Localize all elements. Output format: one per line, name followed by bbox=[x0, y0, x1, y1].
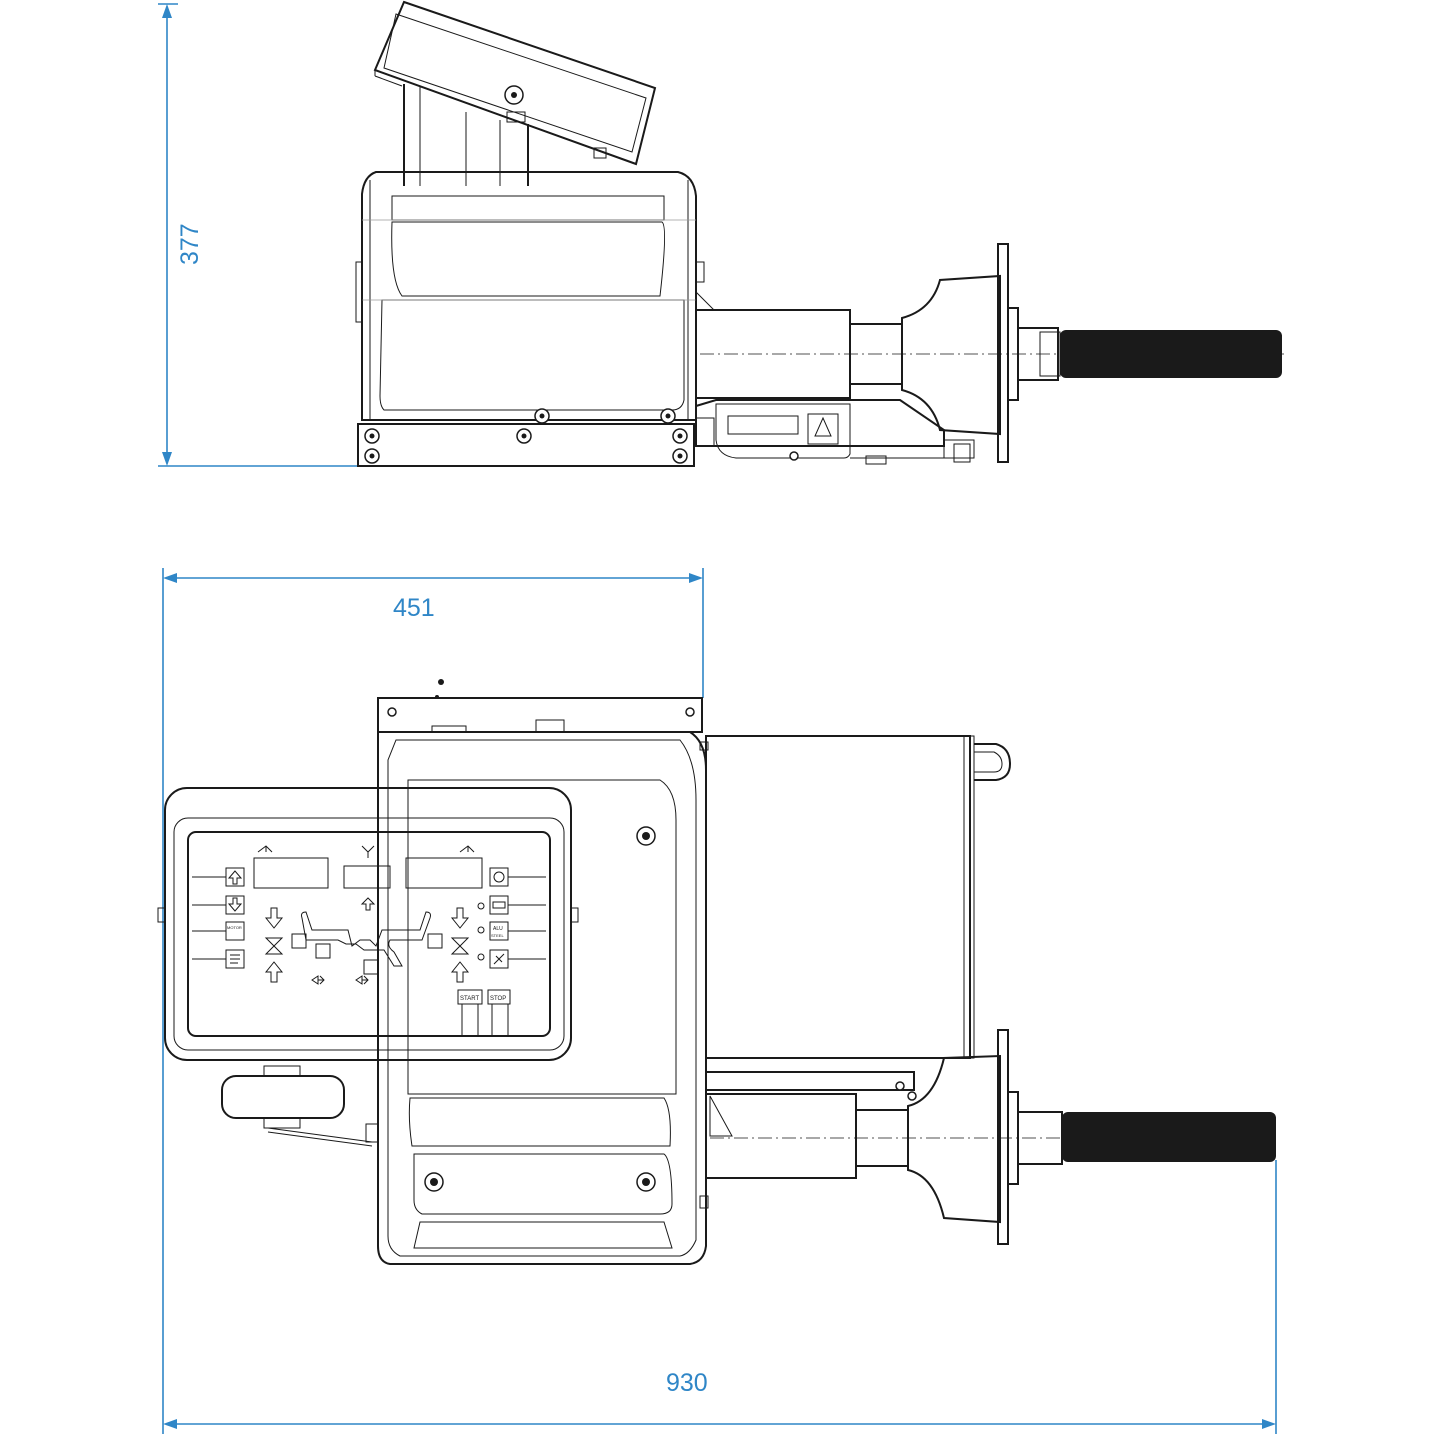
control-panel: MOTOR ALU STEEL bbox=[157, 787, 579, 1061]
display-head bbox=[373, 0, 657, 166]
start-label: START bbox=[460, 996, 479, 1002]
side-housing bbox=[705, 735, 1012, 1059]
plane-left-icon bbox=[311, 975, 325, 985]
top-view: MOTOR ALU STEEL bbox=[157, 679, 1280, 1265]
display-right bbox=[405, 857, 483, 889]
stop-label: STOP bbox=[490, 996, 506, 1002]
lower-bracket bbox=[695, 399, 975, 465]
plane-right-icon bbox=[355, 975, 369, 985]
display-center bbox=[343, 865, 391, 889]
cabinet-top bbox=[365, 731, 709, 1265]
stop-button[interactable] bbox=[487, 989, 511, 1005]
threaded-shaft-top bbox=[1062, 1112, 1276, 1162]
motor-label: MOTOR bbox=[227, 925, 242, 930]
balance-mode-button[interactable] bbox=[489, 867, 509, 887]
dimension-total: 930 bbox=[162, 1080, 1277, 1434]
weight-icon bbox=[493, 953, 505, 965]
arrow-up-small-icon bbox=[360, 897, 376, 911]
rear-plate bbox=[377, 679, 703, 733]
arrow-up-left-icon bbox=[264, 961, 284, 983]
total-dimension-label: 930 bbox=[666, 1369, 708, 1397]
rim-offset-icon bbox=[257, 845, 273, 853]
cabinet-body bbox=[355, 171, 705, 421]
arrow-up-icon bbox=[227, 870, 243, 885]
dimension-height: 377 bbox=[158, 3, 360, 467]
rim-width-icon bbox=[361, 845, 375, 858]
menu-icon bbox=[230, 954, 240, 964]
arrow-up-right-icon bbox=[450, 961, 470, 983]
arrow-down-icon bbox=[227, 897, 243, 912]
rim-diameter-icon bbox=[459, 845, 475, 853]
side-view bbox=[355, 0, 1284, 467]
steel-label: STEEL bbox=[491, 933, 504, 938]
arrow-down-right-icon bbox=[450, 907, 470, 929]
display-left bbox=[253, 857, 329, 889]
dimension-width: 451 bbox=[162, 568, 704, 1080]
shaft-assembly-top bbox=[705, 1029, 1280, 1245]
threaded-shaft bbox=[1060, 330, 1282, 378]
arrow-down-left-icon bbox=[264, 907, 284, 929]
clamp-left-icon bbox=[264, 937, 284, 955]
support-column bbox=[403, 84, 529, 186]
shaft-assembly bbox=[695, 243, 1284, 463]
start-button[interactable] bbox=[457, 989, 483, 1005]
alu-label: ALU bbox=[493, 926, 503, 932]
base-plate bbox=[357, 408, 695, 467]
wheel-profile-icon bbox=[301, 911, 431, 967]
height-dimension-label: 377 bbox=[176, 223, 204, 265]
clamp-right-icon bbox=[450, 937, 470, 955]
roller bbox=[221, 1065, 373, 1147]
width-dimension-label: 451 bbox=[393, 594, 435, 622]
